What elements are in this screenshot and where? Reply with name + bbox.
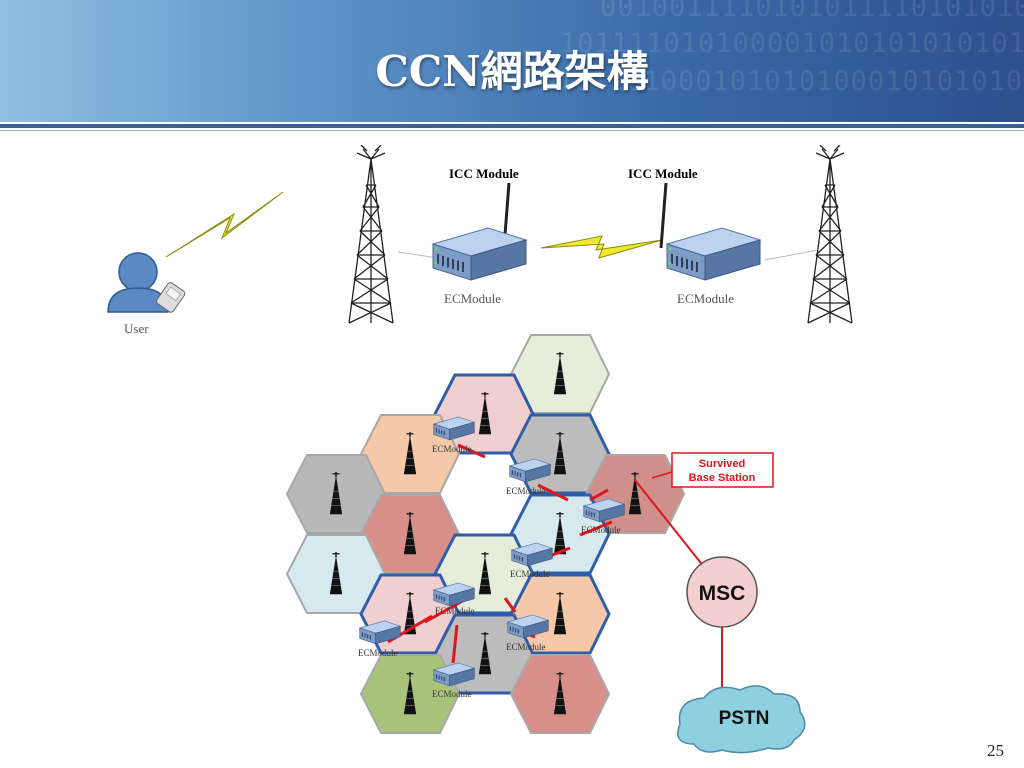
binary-background: 01011010001010101000101010100010101010 [540, 66, 1024, 97]
survived-base-station-callout [671, 452, 774, 488]
antenna-tower-icon [348, 145, 394, 324]
title-divider [0, 124, 1024, 128]
msc-node [686, 556, 758, 628]
ecmodule-label: ECModule [358, 648, 398, 658]
ecmodule-label: ECModule [432, 444, 472, 454]
lightning-icon [540, 235, 663, 259]
page-number: 25 [987, 741, 1004, 760]
icc-module-label: ICC Module [449, 166, 519, 181]
ec-link [537, 483, 569, 502]
base-station-label: Base Station [689, 472, 756, 484]
msc-link [634, 479, 709, 573]
connection-line [397, 251, 439, 259]
cell-ecmodule-labels: ECModule ECModule ECModule ECModule ECMo… [358, 444, 621, 699]
ecmodule-label: ECModule [506, 486, 546, 496]
title-divider-thin [0, 130, 1024, 131]
icc-module-label: ICC Module [628, 166, 698, 181]
antenna-icon [659, 182, 668, 249]
ec-link [457, 443, 486, 459]
ecmodule-label: ECModule [444, 291, 501, 306]
ec-link [589, 488, 609, 502]
ecmodule-label: ECModule [581, 525, 621, 535]
survived-label: Survived [699, 458, 745, 470]
binary-background: 1011110101000010101010101011010111 [560, 28, 1024, 59]
ecmodule-label: ECModule [432, 689, 472, 699]
slide-title: CCN網路架構 [375, 47, 649, 96]
binary-background: 0010011110101011110101010101010 [600, 0, 1024, 23]
ecmodule-label: ECModule [510, 569, 550, 579]
antenna-tower-icon [807, 145, 853, 324]
connection-line [764, 249, 819, 261]
user-icon [107, 252, 186, 313]
pstn-label: PSTN [719, 708, 770, 729]
ecmodule-label: ECModule [435, 606, 475, 616]
ec-link [503, 597, 517, 613]
callout-pointer [651, 471, 673, 479]
title-banner: 0010011110101011110101010101010 10111101… [0, 0, 1024, 122]
msc-label: MSC [699, 582, 746, 605]
ecmodule-label: ECModule [677, 291, 734, 306]
ecmodule-server-icon [432, 227, 527, 281]
ecmodule-label: ECModule [506, 642, 546, 652]
pstn-cloud [677, 685, 806, 754]
user-label: User [124, 321, 149, 336]
ec-link [579, 520, 613, 537]
ec-link [451, 624, 459, 664]
lightning-icon [165, 191, 284, 258]
ecmodule-server-icon [666, 227, 761, 281]
